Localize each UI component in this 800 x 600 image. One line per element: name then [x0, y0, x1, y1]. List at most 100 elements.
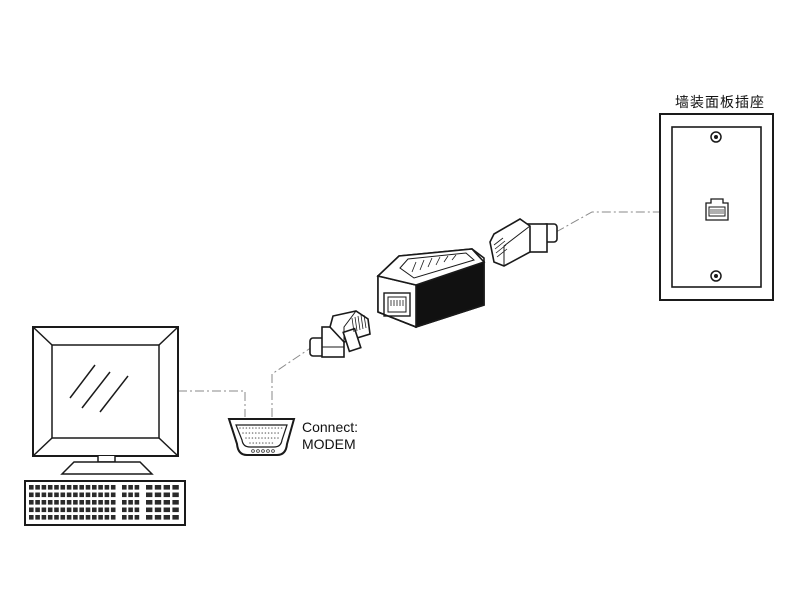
modem-pin-hole: [245, 427, 248, 429]
modem-pin-hole: [267, 432, 270, 434]
keyboard-key: [104, 485, 110, 490]
keyboard-key: [54, 485, 59, 490]
modem-pin-hole: [264, 437, 267, 439]
keyboard-key: [47, 515, 53, 520]
keyboard-key: [128, 492, 133, 498]
keyboard-key: [54, 507, 59, 513]
wall-plate-icon: [659, 113, 774, 301]
modem-pin-hole: [245, 437, 247, 439]
keyboard-key: [92, 507, 97, 513]
connect-modem-label: Connect: MODEM: [302, 419, 358, 453]
keyboard-key: [134, 485, 140, 490]
keyboard-key: [172, 500, 179, 505]
modem-pin-hole: [271, 432, 273, 434]
keyboard-key: [122, 492, 127, 498]
modem-pin-hole: [242, 432, 244, 434]
keyboard-key: [73, 515, 78, 520]
keyboard-key: [92, 485, 97, 490]
keyboard-key: [79, 515, 84, 520]
keyboard-key: [128, 485, 133, 490]
modem-pin-hole: [271, 442, 274, 444]
modem-pin-hole: [262, 442, 264, 444]
keyboard-key: [122, 485, 127, 490]
keyboard-key: [104, 515, 110, 520]
keyboard-key: [41, 507, 47, 513]
modem-pin-hole: [245, 432, 247, 434]
modem-pin-hole: [251, 432, 254, 434]
modem-pin-hole: [268, 442, 271, 444]
modem-pin-hole: [267, 437, 270, 439]
keyboard-key: [154, 507, 162, 513]
keyboard-key: [79, 492, 84, 498]
cable-plug-to-wallplate: [555, 211, 705, 233]
keyboard-key: [35, 492, 40, 498]
keyboard-key: [85, 485, 91, 490]
keyboard-key: [134, 507, 140, 513]
keyboard-key: [41, 485, 47, 490]
modem-pin-hole: [280, 427, 283, 429]
keyboard-icon: [24, 480, 186, 526]
keyboard-key: [47, 500, 53, 505]
keyboard-key: [98, 485, 103, 490]
keyboard-key: [110, 492, 116, 498]
keyboard-key: [92, 515, 97, 520]
keyboard-key: [85, 507, 91, 513]
modem-pin-hole: [254, 437, 257, 439]
modem-pin-hole: [251, 437, 254, 439]
keyboard-key: [41, 500, 47, 505]
wall-plate-label: 墙装面板插座: [675, 95, 765, 111]
keyboard-key: [172, 507, 179, 513]
keyboard-key: [154, 485, 162, 490]
keyboard-key: [29, 492, 34, 498]
modem-pin-hole: [258, 427, 261, 429]
keyboard-key: [146, 507, 153, 513]
keyboard-key: [122, 500, 127, 505]
keyboard-key: [104, 492, 110, 498]
keyboard-key: [172, 485, 179, 490]
keyboard-key: [47, 507, 53, 513]
keyboard-key: [163, 492, 170, 498]
keyboard-key: [35, 485, 40, 490]
keyboard-key: [73, 507, 78, 513]
keyboard-key: [128, 507, 133, 513]
keyboard-key: [163, 485, 170, 490]
keyboard-key: [35, 507, 40, 513]
keyboard-key: [60, 492, 66, 498]
keyboard-key: [29, 515, 34, 520]
keyboard-key: [73, 492, 78, 498]
keyboard-key: [146, 492, 153, 498]
modem-pin-hole: [248, 432, 251, 434]
keyboard-key: [154, 492, 162, 498]
keyboard-key: [172, 492, 179, 498]
keyboard-key: [92, 492, 97, 498]
keyboard-key: [66, 485, 72, 490]
keyboard-key: [134, 515, 140, 520]
keyboard-key: [104, 507, 110, 513]
modem-pin-hole: [255, 427, 257, 429]
keyboard-key: [110, 507, 116, 513]
modem-pin-hole: [258, 437, 260, 439]
keyboard-key: [35, 515, 40, 520]
keyboard-key: [98, 500, 103, 505]
modem-pin-hole: [252, 427, 254, 429]
modem-pin-hole: [265, 442, 267, 444]
cable-modem-to-plug: [271, 346, 313, 417]
keyboard-key: [110, 515, 116, 520]
monitor-icon: [32, 326, 179, 475]
keyboard-key: [79, 485, 84, 490]
keyboard-key: [29, 507, 34, 513]
modem-icon: [227, 418, 296, 456]
keyboard-key: [60, 507, 66, 513]
keyboard-key: [122, 507, 127, 513]
modem-pin-hole: [248, 437, 250, 439]
keyboard-key: [54, 492, 59, 498]
coupler-icon: [376, 248, 486, 329]
keyboard-key: [29, 485, 34, 490]
modem-pin-hole: [255, 432, 257, 434]
keyboard-key: [154, 500, 162, 505]
keyboard-key: [110, 500, 116, 505]
modem-pin-hole: [258, 432, 260, 434]
keyboard-key: [60, 515, 66, 520]
keyboard-key: [104, 500, 110, 505]
